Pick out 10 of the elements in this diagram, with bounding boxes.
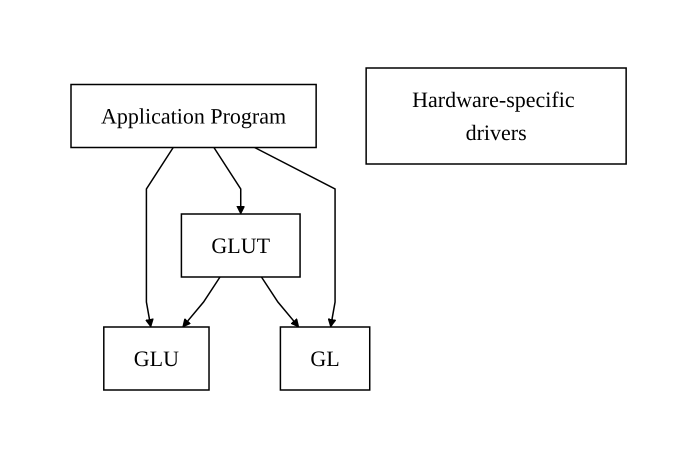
arrow (146, 146, 174, 327)
node-box: GLUT (181, 212, 302, 278)
arrow (254, 146, 337, 327)
node-box: Hardware-specific drivers (366, 66, 628, 164)
arrow (182, 276, 222, 327)
arrow (261, 276, 300, 327)
node-box: GLU (103, 326, 210, 390)
node-box: GL (280, 326, 371, 390)
node-box: Application Program (70, 83, 318, 148)
arrow (214, 146, 246, 214)
